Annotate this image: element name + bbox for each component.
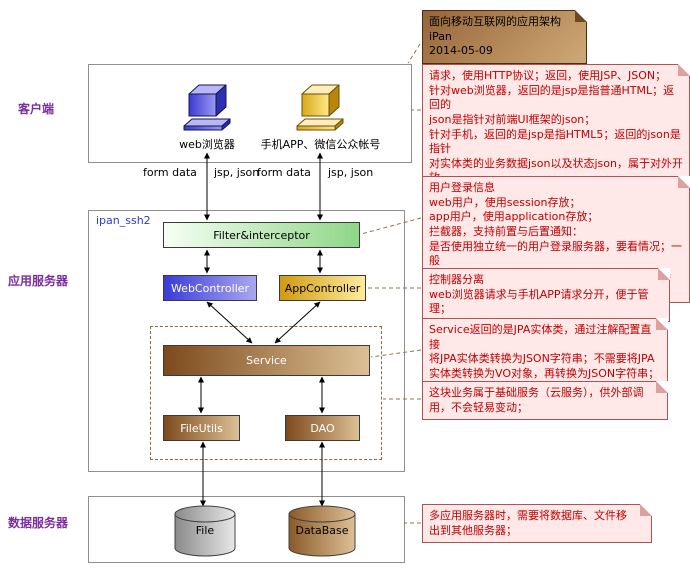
tier-label-data: 数据服务器 [8, 516, 69, 530]
tier-label-app: 应用服务器 [8, 274, 69, 288]
note-cloud-text: 这块业务属于基础服务（云服务），供外部调 用，不会轻易变动； [429, 386, 644, 414]
web-controller-component[interactable]: WebController [163, 275, 257, 301]
file-store-cylinder[interactable] [173, 504, 237, 558]
database-cylinder[interactable] [287, 504, 357, 558]
package-label: ipan_ssh2 [96, 214, 151, 227]
link-title-note [407, 43, 421, 64]
file-store-label: File [195, 524, 215, 537]
note-cloud[interactable]: 这块业务属于基础服务（云服务），供外部调 用，不会轻易变动； [422, 381, 668, 421]
dao-component[interactable]: DAO [285, 415, 360, 441]
tier-label-client: 客户端 [18, 102, 55, 116]
link-login-note [360, 217, 422, 235]
web-request-label: form data [143, 166, 197, 179]
note-scale-text: 多应用服务器时，需要将数据库、文件移 出到其他服务器； [429, 509, 627, 537]
web-response-label: jsp, json [214, 166, 260, 179]
note-scale[interactable]: 多应用服务器时，需要将数据库、文件移 出到其他服务器； [422, 504, 652, 544]
note-service[interactable]: Service返回的是JPA实体类，通过注解配置直接 将JPA实体类转换为JSO… [422, 318, 668, 387]
client-tier-box[interactable] [88, 64, 412, 163]
web-browser-icon[interactable] [181, 82, 233, 136]
web-browser-label: web浏览器 [179, 138, 235, 151]
app-response-label: jsp, json [328, 166, 374, 179]
note-controller[interactable]: 控制器分离 web浏览器请求与手机APP请求分开，便于管理； [422, 268, 670, 322]
app-controller-component[interactable]: AppController [279, 275, 366, 301]
note-title-text: 面向移动互联网的应用架构 iPan 2014-05-09 [429, 15, 561, 58]
note-service-text: Service返回的是JPA实体类，通过注解配置直接 将JPA实体类转换为JSO… [429, 323, 660, 380]
link-service-note [370, 349, 422, 358]
app-request-label: form data [257, 166, 311, 179]
fileutils-component[interactable]: FileUtils [163, 415, 240, 441]
phone-app-label: 手机APP、微信公众帐号 [260, 138, 381, 151]
phone-app-icon[interactable] [294, 82, 346, 136]
note-title[interactable]: 面向移动互联网的应用架构 iPan 2014-05-09 [422, 9, 587, 64]
database-label: DataBase [295, 524, 349, 537]
note-controller-text: 控制器分离 web浏览器请求与手机APP请求分开，便于管理； [429, 273, 649, 316]
arrow-appcontroller-to-service [274, 301, 321, 344]
arrow-webcontroller-to-service [206, 301, 253, 344]
filter-interceptor-component[interactable]: Filter&interceptor [163, 222, 360, 248]
service-component[interactable]: Service [163, 345, 370, 376]
cloud-service-group[interactable] [150, 326, 382, 460]
